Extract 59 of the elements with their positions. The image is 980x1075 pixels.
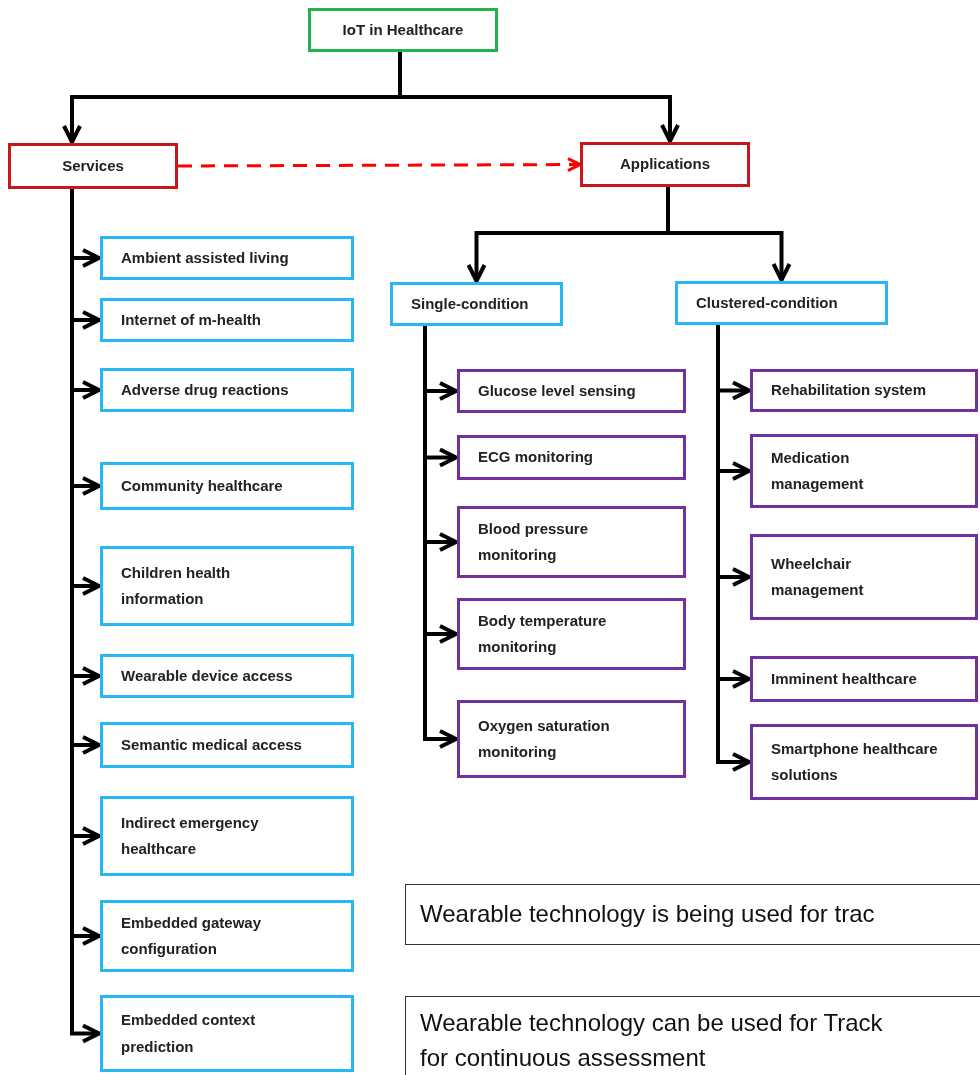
application-box bbox=[750, 434, 978, 508]
note-box bbox=[405, 996, 980, 1075]
node-label: Semantic medical access bbox=[120, 734, 303, 755]
service-box bbox=[100, 900, 354, 972]
service-box bbox=[675, 281, 888, 325]
node-label: Smartphone healthcare solutions bbox=[770, 738, 939, 785]
application-box bbox=[457, 598, 686, 670]
node-label: Internet of m-health bbox=[120, 309, 262, 330]
node-label: Blood pressure monitoring bbox=[477, 518, 590, 565]
application-box bbox=[750, 724, 978, 800]
application-box bbox=[457, 700, 686, 778]
node-label: Oxygen saturation monitoring bbox=[477, 715, 611, 762]
application-box bbox=[750, 369, 978, 412]
service-box bbox=[390, 282, 563, 326]
node-label: Services bbox=[62, 155, 124, 176]
service-box bbox=[100, 995, 354, 1072]
node-label: Community healthcare bbox=[120, 475, 284, 496]
node-label: Wearable device access bbox=[120, 665, 294, 686]
node-label: Body temperature monitoring bbox=[477, 610, 608, 657]
application-box bbox=[457, 435, 686, 480]
node-label: Single-condition bbox=[410, 293, 530, 314]
arrow bbox=[666, 187, 792, 282]
application-box bbox=[750, 534, 978, 620]
service-box bbox=[100, 722, 354, 768]
note-text: Wearable technology can be used for Track for continuous assessment bbox=[419, 1008, 884, 1073]
service-box bbox=[100, 298, 354, 342]
application-box bbox=[750, 656, 978, 702]
arrow bbox=[423, 326, 458, 749]
node-label: Indirect emergency healthcare bbox=[120, 812, 260, 859]
node-label: Ambient assisted living bbox=[120, 247, 290, 268]
service-box bbox=[100, 236, 354, 280]
application-box bbox=[457, 369, 686, 413]
category-box bbox=[8, 143, 178, 189]
node-label: IoT in Healthcare bbox=[342, 19, 464, 40]
service-box bbox=[100, 368, 354, 412]
node-label: Embedded gateway configuration bbox=[120, 912, 263, 959]
node-label: Applications bbox=[620, 154, 710, 175]
node-label: Clustered-condition bbox=[695, 292, 839, 313]
node-label: Glucose level sensing bbox=[477, 380, 637, 401]
service-box bbox=[100, 462, 354, 510]
node-label: Children health information bbox=[120, 562, 232, 609]
node-label: Rehabilitation system bbox=[770, 380, 928, 401]
node-label: Wheelchair management bbox=[770, 553, 865, 600]
note-box bbox=[405, 884, 980, 945]
service-box bbox=[100, 654, 354, 698]
arrow bbox=[716, 325, 751, 772]
root-box bbox=[308, 8, 498, 52]
node-label: Adverse drug reactions bbox=[120, 379, 290, 400]
node-label: Imminent healthcare bbox=[770, 668, 918, 689]
arrow bbox=[398, 52, 680, 143]
dashed-arrow bbox=[178, 157, 582, 173]
service-box bbox=[100, 546, 354, 626]
node-label: Medication management bbox=[770, 447, 865, 494]
application-box bbox=[457, 506, 686, 578]
node-label: Embedded context prediction bbox=[120, 1010, 257, 1057]
note-text: Wearable technology is being used for trac bbox=[419, 899, 876, 930]
category-box bbox=[580, 142, 750, 187]
node-label: ECG monitoring bbox=[477, 447, 594, 468]
service-box bbox=[100, 796, 354, 876]
